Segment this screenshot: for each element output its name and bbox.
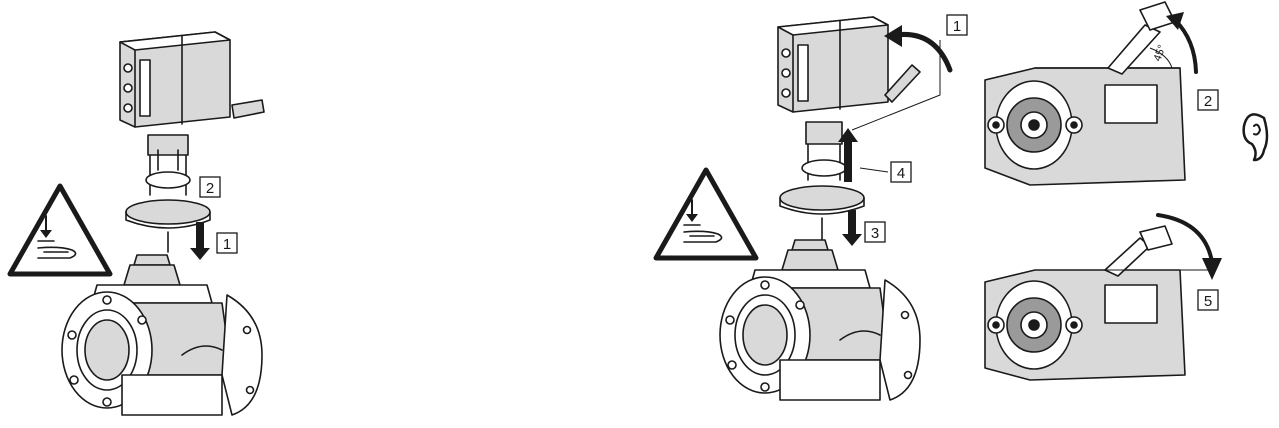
angle-label: 45° [1152,43,1169,63]
step-number: 5 [1204,293,1212,310]
actuator [777,16,889,113]
warning-hand-pinch-icon [656,170,756,258]
step-box: 1 [946,14,968,36]
valve-body [719,239,921,401]
step-number: 1 [223,236,231,253]
detail-lever-raised: 45° 2 [984,1,1219,186]
detail-lever-lowered: 5 [984,213,1222,381]
step-number: 2 [206,180,214,197]
arrow-down-icon [842,210,862,246]
rotate-arrow-icon [884,25,902,47]
step-box: 3 [864,221,886,243]
ear-listen-icon [1242,113,1269,162]
step-box: 2 [1197,89,1219,111]
step-number: 1 [953,18,961,35]
actuator [119,31,231,128]
manual-handle [884,64,921,103]
step-box: 2 [199,176,221,198]
step-number: 2 [1204,93,1212,110]
step-box: 4 [890,161,912,183]
step-number: 3 [871,225,879,242]
yoke [779,121,865,215]
manual-handle [231,99,265,119]
curved-arrow-icon [1166,12,1184,30]
left-assembly: 2 1 [10,31,265,416]
right-assembly: 1 4 3 [656,14,968,401]
yoke [125,134,211,229]
step-box: 5 [1197,289,1219,311]
valve-body [61,254,263,416]
step-number: 4 [897,165,905,182]
arrow-up-icon [838,128,858,182]
arrow-down-icon [190,222,210,260]
warning-hand-pinch-icon [10,186,110,274]
step-box: 1 [216,232,238,254]
curved-arrow-icon [1202,258,1222,280]
